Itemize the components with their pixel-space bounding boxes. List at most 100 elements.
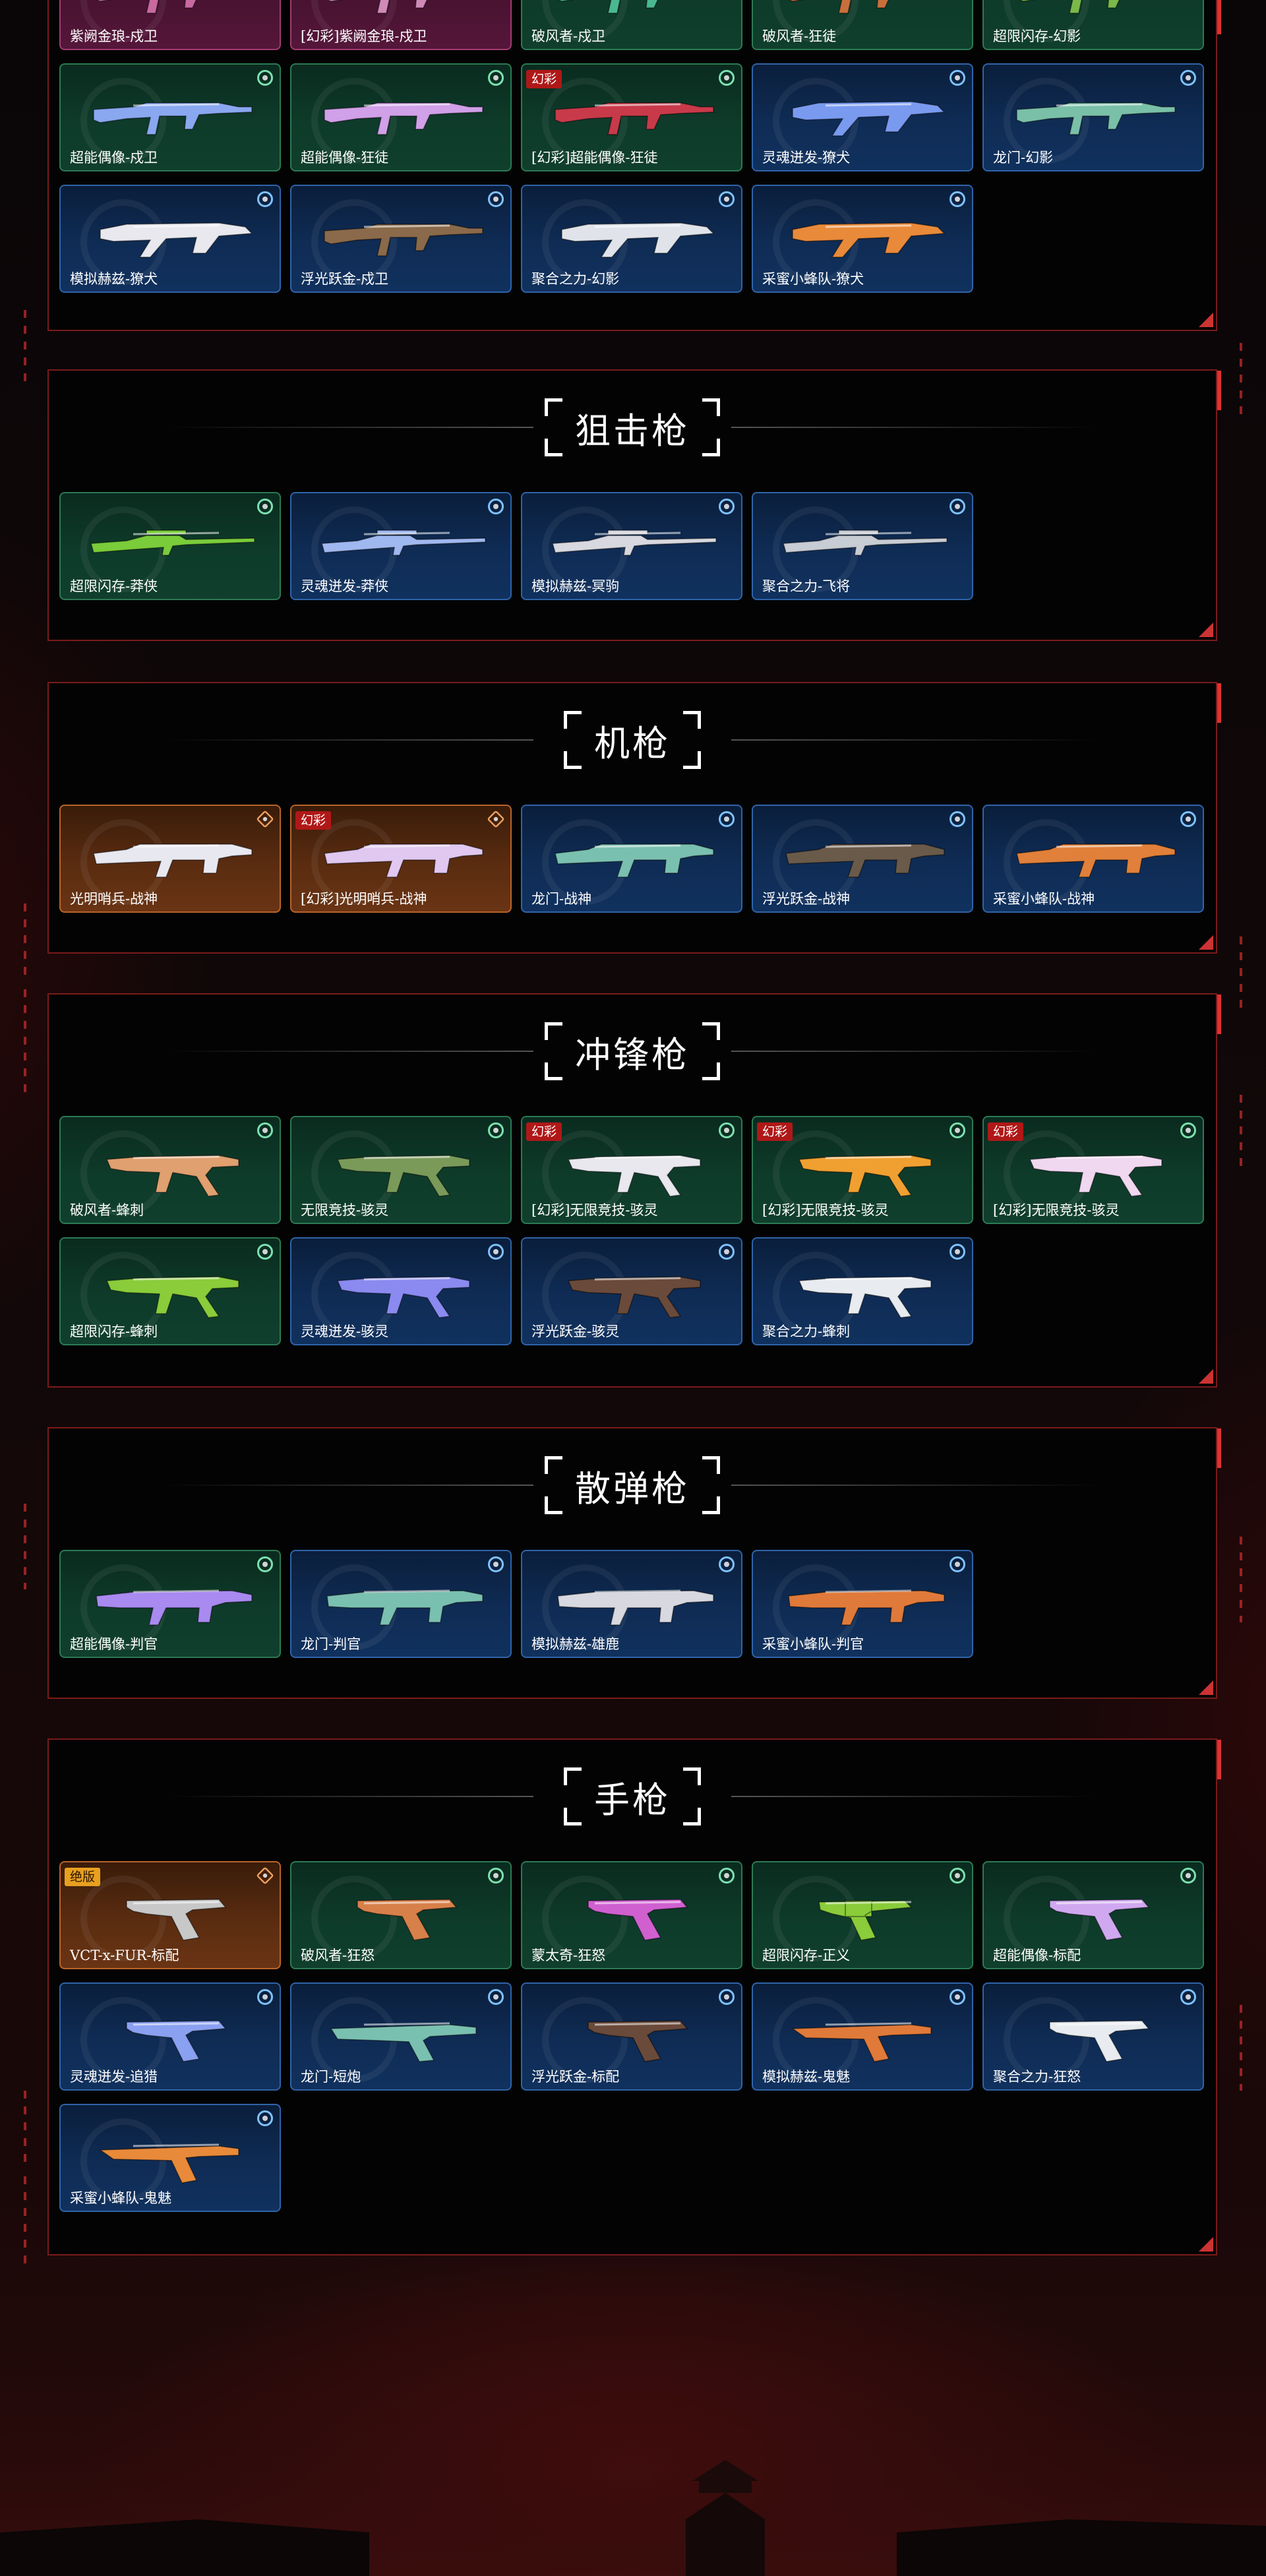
skin-name: 浮光跃金-骇灵 [531, 1324, 620, 1339]
tier-icon [719, 499, 735, 514]
shotgun-section-title-frame: 散弹枪 [545, 1456, 720, 1514]
right-dash-decor [1240, 343, 1242, 415]
pistol-skin-illustration [1049, 1899, 1150, 1941]
tier-icon [256, 1866, 274, 1885]
tier-icon [488, 1868, 504, 1884]
skin-name: 超限闪存-幻影 [993, 28, 1081, 44]
skin-card[interactable]: 聚合之力-幻影 [521, 185, 742, 293]
skin-card[interactable]: 龙门-战神 [521, 805, 742, 913]
title-rule-right [731, 739, 1100, 741]
shotgun-skin-grid: 超能偶像-判官 龙门-判官 模拟赫兹-雄鹿采蜜小蜂队-判官 [59, 1550, 1204, 1658]
section-title: 冲锋枪 [575, 1033, 690, 1076]
revolver-skin-illustration [818, 1900, 913, 1941]
skin-card[interactable]: 紫阙金琅-戍卫 [59, 0, 281, 50]
sniper-skin-illustration [321, 530, 486, 556]
skin-card[interactable]: 蒙太奇-狂怒 [521, 1861, 742, 1969]
skin-card[interactable]: 灵魂迸发-追猎 [59, 1982, 281, 2091]
skin-card[interactable]: 模拟赫兹-雄鹿 [521, 1550, 742, 1658]
card-ring-decor [311, 78, 397, 164]
tier-icon [488, 1989, 504, 2005]
skin-card[interactable]: 幻彩[幻彩]无限竞技-骇灵 [982, 1116, 1204, 1224]
skin-card[interactable]: 采蜜小蜂队-判官 [752, 1550, 973, 1658]
skin-name: 破风者-狂徒 [762, 28, 837, 44]
skin-card[interactable]: 聚合之力-狂怒 [982, 1982, 1204, 2091]
skin-card[interactable]: 超限闪存-正义 [752, 1861, 973, 1969]
tier-icon [719, 70, 735, 86]
skin-name: 超限闪存-蜂刺 [70, 1324, 158, 1339]
skin-name: [幻彩]无限竞技-骇灵 [531, 1202, 658, 1218]
skin-card[interactable]: 灵魂迸发-骇灵 [290, 1237, 512, 1345]
skin-card[interactable]: 模拟赫兹-鬼魅 [752, 1982, 973, 2091]
skin-card[interactable]: 超限闪存-莽侠 [59, 492, 281, 600]
skin-card[interactable]: 超限闪存-幻影 [982, 0, 1204, 50]
rifle-skin-illustration [93, 102, 253, 135]
skin-name: 模拟赫兹-鬼魅 [762, 2069, 851, 2085]
skin-card[interactable]: 模拟赫兹-獠犬 [59, 185, 281, 293]
skin-card[interactable]: 聚合之力-蜂刺 [752, 1237, 973, 1345]
skin-card[interactable]: 灵魂迸发-獠犬 [752, 63, 973, 171]
skin-name: 龙门-幻影 [993, 150, 1054, 166]
skin-card[interactable]: 超限闪存-蜂刺 [59, 1237, 281, 1345]
tier-icon [1180, 70, 1196, 86]
card-ring-decor [542, 78, 628, 164]
skin-card[interactable]: 浮光跃金-骇灵 [521, 1237, 742, 1345]
skin-name: 超能偶像-狂徒 [301, 150, 389, 166]
skin-card[interactable]: 龙门-短炮 [290, 1982, 512, 2091]
skin-card[interactable]: [幻彩]紫阙金琅-戍卫 [290, 0, 512, 50]
skin-card[interactable]: 幻彩[幻彩]光明哨兵-战神 [290, 805, 512, 913]
sniper-section-header: 狙击枪 [49, 396, 1216, 459]
card-ring-decor [80, 1997, 166, 2083]
smg-skin-illustration [336, 1276, 470, 1318]
skin-card[interactable]: 采蜜小蜂队-獠犬 [752, 185, 973, 293]
skin-name: 浮光跃金-战神 [762, 891, 851, 907]
bullpup-skin-illustration [561, 222, 715, 258]
tier-icon [1180, 811, 1196, 827]
card-ring-decor [1004, 1876, 1089, 1961]
skin-card[interactable]: 浮光跃金-戍卫 [290, 185, 512, 293]
skin-card[interactable]: 破风者-狂怒 [290, 1861, 512, 1969]
skin-card[interactable]: 破风者-戍卫 [521, 0, 742, 50]
skin-card[interactable]: 聚合之力-飞将 [752, 492, 973, 600]
skin-card[interactable]: 破风者-狂徒 [752, 0, 973, 50]
right-dash-decor [1240, 1537, 1242, 1622]
skin-card[interactable]: 浮光跃金-标配 [521, 1982, 742, 2091]
skin-card[interactable]: 超能偶像-狂徒 [290, 63, 512, 171]
sniper-skin-illustration [783, 530, 948, 556]
skin-name: 超能偶像-判官 [70, 1636, 158, 1652]
skin-card[interactable]: 模拟赫兹-冥驹 [521, 492, 742, 600]
variant-badge: 幻彩 [295, 811, 332, 830]
skin-name: 聚合之力-飞将 [762, 578, 851, 594]
skin-name: 龙门-短炮 [301, 2069, 361, 2085]
skin-card[interactable]: 采蜜小蜂队-战神 [982, 805, 1204, 913]
tier-icon [488, 1556, 504, 1572]
skin-card[interactable]: 超能偶像-判官 [59, 1550, 281, 1658]
skin-card[interactable]: 采蜜小蜂队-鬼魅 [59, 2104, 281, 2212]
skin-card[interactable]: 龙门-幻影 [982, 63, 1204, 171]
left-dash-decor [24, 1504, 26, 1589]
bullpup-skin-illustration [792, 101, 946, 137]
skin-card[interactable]: 光明哨兵-战神 [59, 805, 281, 913]
skin-card[interactable]: 超能偶像-戍卫 [59, 63, 281, 171]
tier-icon [719, 811, 735, 827]
rifle-skin-grid: 紫阙金琅-戍卫[幻彩]紫阙金琅-戍卫破风者-戍卫破风者-狂徒 超限闪存-幻影超能偶… [59, 0, 1204, 293]
skin-card[interactable]: 超能偶像-标配 [982, 1861, 1204, 1969]
skin-name: 蒙太奇-狂怒 [531, 1947, 606, 1963]
skin-card[interactable]: 幻彩[幻彩]无限竞技-骇灵 [521, 1116, 742, 1224]
longpistol-skin-illustration [791, 2022, 932, 2062]
tier-icon [950, 1868, 965, 1884]
skin-name: 无限竞技-骇灵 [301, 1202, 389, 1218]
skin-name: 龙门-判官 [301, 1636, 361, 1652]
title-rule-right [731, 1796, 1100, 1797]
right-dash-decor [1240, 936, 1242, 1016]
skin-card[interactable]: 浮光跃金-战神 [752, 805, 973, 913]
skin-card[interactable]: 幻彩[幻彩]超能偶像-狂徒 [521, 63, 742, 171]
skin-card[interactable]: 灵魂迸发-莽侠 [290, 492, 512, 600]
skin-card[interactable]: 幻彩[幻彩]无限竞技-骇灵 [752, 1116, 973, 1224]
skin-card[interactable]: 破风者-蜂刺 [59, 1116, 281, 1224]
card-ring-decor [80, 1876, 166, 1961]
skin-card[interactable]: 无限竞技-骇灵 [290, 1116, 512, 1224]
mg-skin-illustration [93, 843, 253, 878]
skin-card[interactable]: 龙门-判官 [290, 1550, 512, 1658]
skin-name: 龙门-战神 [531, 891, 592, 907]
